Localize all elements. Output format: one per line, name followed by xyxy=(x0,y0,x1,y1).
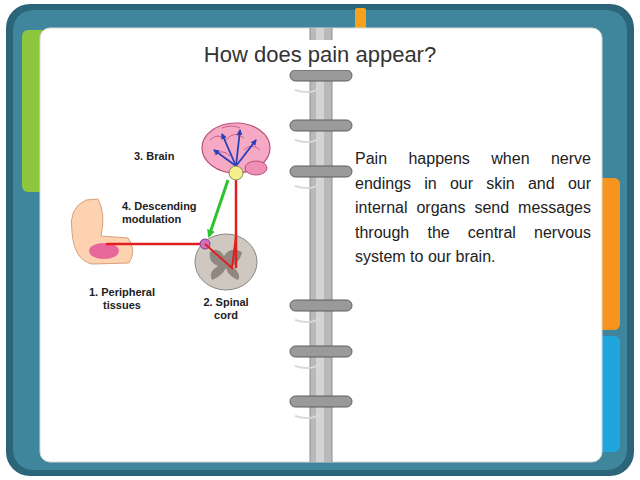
title-row: How does pain appear? xyxy=(0,40,640,70)
part-label: 3. Brain xyxy=(134,150,194,163)
part-label: 1. Peripheral tissues xyxy=(74,286,170,312)
slide-title: How does pain appear? xyxy=(196,40,444,70)
body-text: Pain happens when nerve endings in our s… xyxy=(355,147,591,270)
part-label: 2. Spinal cord xyxy=(198,296,254,322)
part-label: 4. Descending modulation xyxy=(122,200,206,226)
